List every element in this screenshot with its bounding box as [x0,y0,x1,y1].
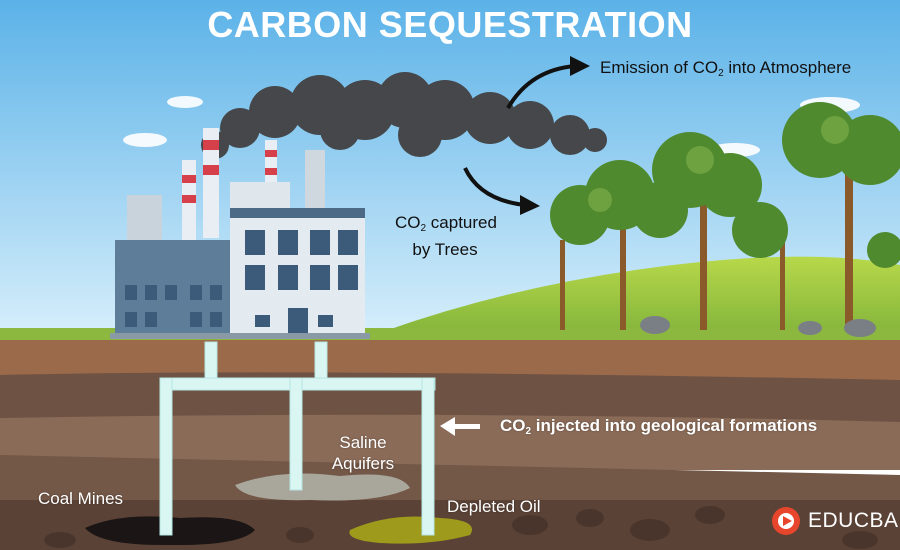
injection-arrow [440,417,480,436]
emission-label: Emission of CO2 into Atmosphere [600,58,851,79]
subscript: 2 [420,223,427,234]
injection-pipes [159,341,436,536]
rocks [44,506,878,549]
depleted-oil-label: Depleted Oil [447,497,541,516]
green-hill [360,256,900,340]
educba-logo-icon [772,507,800,535]
soil-layer-3 [0,414,900,470]
injected-label: CO2 injected into geological formations [500,416,817,437]
smoke-cloud [201,72,607,159]
arrow-head-up [570,56,590,76]
saline-aquifer [235,473,410,501]
captured-label: CO2 captured by Trees [395,212,497,260]
subscript: 2 [525,426,532,437]
educba-logo-text: EDUCBA [808,509,899,532]
saline-line2: Aquifers [331,454,395,473]
emission-text-suffix: into Atmosphere [723,58,852,77]
educba-logo: EDUCBA [770,505,899,537]
factory [110,128,370,339]
captured-text: CO [395,213,421,232]
oil-deposit [349,516,472,544]
soil-layer-4 [0,455,900,510]
arrows [463,64,576,207]
injected-text: CO [500,416,526,435]
saline-line1: Saline [339,433,387,452]
trees [550,102,900,337]
injected-text-suffix: injected into geological formations [531,416,818,435]
captured-text-line2: by Trees [412,240,478,259]
captured-text-suffix: captured [426,213,497,232]
arrow-head-down [520,195,540,215]
subscript: 2 [718,68,724,79]
coal-mines-label: Coal Mines [38,489,124,508]
emission-text: Emission of CO [600,58,719,77]
page-title: CARBON SEQUESTRATION [207,4,693,45]
